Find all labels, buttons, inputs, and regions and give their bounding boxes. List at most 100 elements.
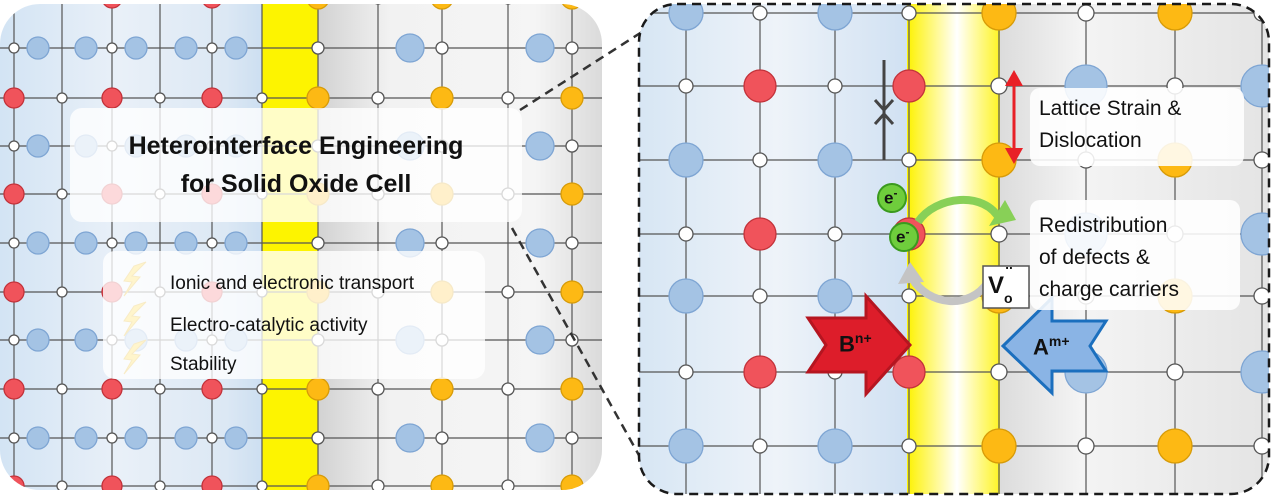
oxygen-atom: [501, 4, 515, 5]
oxygen-atom: [206, 42, 218, 54]
title-line-2: for Solid Oxide Cell: [180, 170, 412, 198]
c-site-atom: [560, 280, 584, 304]
b-site-atom: [101, 87, 123, 109]
oxygen-atom: [990, 363, 1008, 381]
a-site-atom: [26, 36, 50, 60]
a-site-atom: [224, 426, 248, 450]
oxygen-atom: [311, 41, 325, 55]
b-site-atom: [3, 378, 25, 400]
a-site-atom: [26, 328, 50, 352]
oxygen-atom: [371, 479, 385, 490]
c-site-atom: [306, 86, 330, 110]
oxygen-atom: [827, 226, 843, 242]
vacancy-box: [982, 265, 1030, 309]
oxygen-atom: [752, 288, 768, 304]
oxygen-atom: [155, 0, 165, 3]
oxygen-atom: [106, 432, 118, 444]
c-site-atom: [306, 4, 330, 10]
redistribution-line-2: of defects &: [1039, 246, 1150, 269]
b-site-atom: [892, 355, 926, 389]
b-site-atom: [3, 281, 25, 303]
b-site-atom: [101, 4, 123, 9]
c-site-atom: [430, 86, 454, 110]
title-box: [70, 108, 522, 222]
a-site-atom: [668, 142, 704, 178]
oxygen-atom: [435, 236, 449, 250]
oxygen-atom: [901, 5, 917, 21]
a-site-atom: [74, 426, 98, 450]
a-site-atom: [1240, 350, 1269, 394]
oxygen-atom: [501, 285, 515, 299]
oxygen-atom: [501, 479, 515, 490]
oxygen-atom: [56, 480, 68, 490]
a-site-atom: [174, 36, 198, 60]
b-cation-arrow-icon: [805, 292, 913, 398]
a-site-atom: [124, 36, 148, 60]
c-site-atom: [306, 377, 330, 401]
oxygen-atom: [501, 91, 515, 105]
oxygen-atom: [256, 383, 268, 395]
b-site-atom: [101, 475, 123, 490]
oxygen-atom: [256, 92, 268, 104]
electron-label-1: e-: [884, 186, 898, 208]
oxygen-atom: [678, 226, 694, 242]
oxygen-atom: [1253, 287, 1269, 305]
zoom-connector-bottom: [510, 227, 647, 467]
a-site-atom: [74, 231, 98, 255]
b-site-atom: [101, 378, 123, 400]
a-site-atom: [1240, 212, 1269, 256]
oxygen-atom: [435, 431, 449, 445]
oxygen-atom: [1077, 4, 1095, 22]
zoom-panel-border: [637, 2, 1271, 496]
b-site-atom: [201, 4, 223, 9]
oxygen-atom: [257, 0, 267, 3]
oxygen-atom: [565, 236, 579, 250]
double-headed-arrow-icon: [1005, 70, 1023, 164]
oxygen-atom: [901, 152, 917, 168]
a-site-atom: [817, 428, 853, 464]
c-site-atom: [981, 428, 1017, 464]
a-site-atom: [668, 428, 704, 464]
oxygen-atom: [565, 41, 579, 55]
oxygen-atom: [371, 4, 385, 5]
oxygen-atom: [565, 139, 579, 153]
c-site-atom: [560, 474, 584, 490]
b-site-atom: [892, 69, 926, 103]
c-site-atom: [430, 377, 454, 401]
oxygen-atom: [1253, 151, 1269, 169]
oxygen-atom: [311, 431, 325, 445]
oxygen-atom: [435, 41, 449, 55]
a-site-atom: [668, 278, 704, 314]
oxygen-atom: [827, 78, 843, 94]
oxygen-atom: [154, 383, 166, 395]
oxygen-atom: [154, 92, 166, 104]
redistribution-line-3: charge carriers: [1039, 278, 1180, 301]
oxygen-atom: [565, 431, 579, 445]
feature-ionic-transport: Ionic and electronic transport: [170, 273, 414, 294]
b-cation-label: Bn+: [839, 330, 872, 357]
oxygen-atom: [8, 334, 20, 346]
oxygen-vacancy-label: Vo¨: [988, 264, 1013, 306]
oxygen-atom: [1253, 437, 1269, 455]
b-site-atom: [3, 475, 25, 490]
compression-arrows-icon: [873, 60, 895, 160]
oxygen-atom: [311, 236, 325, 250]
c-site-atom: [1157, 4, 1193, 31]
b-site-atom: [201, 378, 223, 400]
c-site-atom: [560, 4, 584, 10]
features-box: [103, 251, 485, 379]
oxygen-atom: [56, 92, 68, 104]
oxygen-atom: [752, 438, 768, 454]
oxygen-atom: [990, 77, 1008, 95]
a-site-atom: [74, 36, 98, 60]
right-panel: [639, 4, 1269, 494]
c-site-atom: [1157, 428, 1193, 464]
a-site-atom: [525, 325, 555, 355]
a-cation-label: Am+: [1033, 333, 1070, 360]
cycle-arrow-icon: [898, 195, 1016, 306]
a-site-atom: [224, 36, 248, 60]
oxygen-atom: [678, 364, 694, 380]
oxygen-atom: [206, 432, 218, 444]
oxygen-atom: [901, 288, 917, 304]
strain-label-box: [1030, 88, 1244, 166]
